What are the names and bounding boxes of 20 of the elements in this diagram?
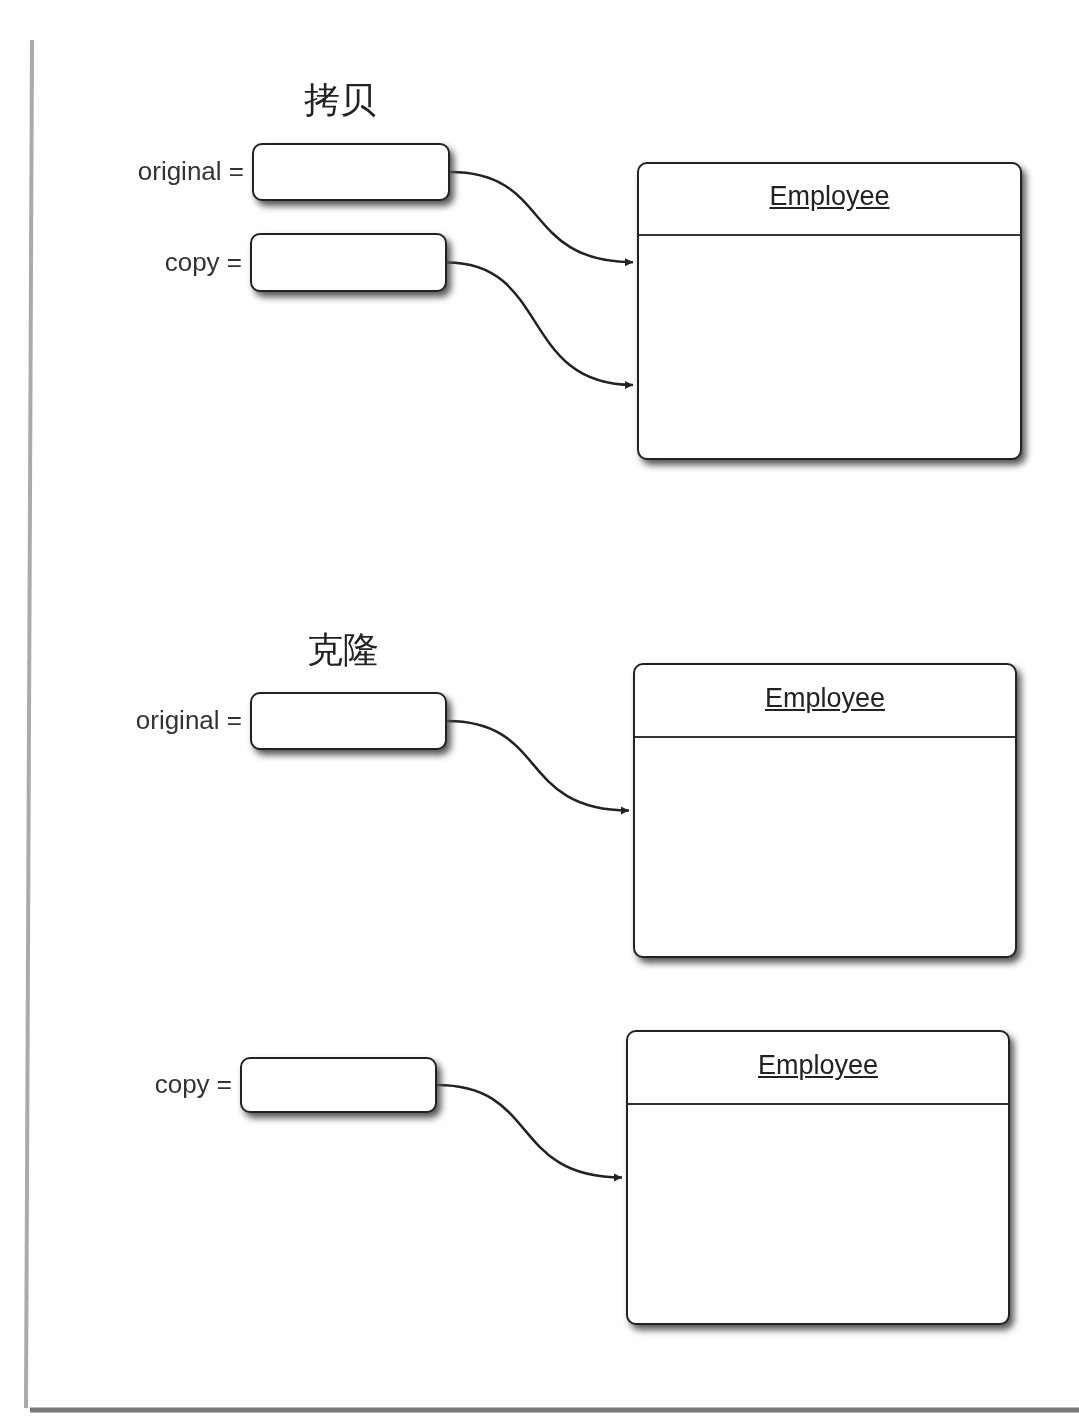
class-box [626, 1030, 1010, 1325]
reference-box [250, 233, 447, 292]
class-name: Employee [763, 682, 887, 714]
reference-box [250, 692, 447, 750]
class-box [633, 663, 1017, 958]
reference-box [252, 143, 450, 201]
variable-label: original = [137, 156, 244, 187]
section-heading: 拷贝 [304, 78, 376, 122]
section-heading: 克隆 [307, 628, 379, 672]
variable-label: original = [135, 705, 242, 736]
class-name: Employee [768, 181, 891, 212]
variable-label: copy = [164, 246, 242, 278]
variable-label: copy = [154, 1069, 232, 1100]
reference-box [240, 1057, 437, 1113]
class-name: Employee [756, 1049, 880, 1081]
arrow [446, 719, 630, 814]
arrow [449, 170, 634, 266]
class-box [637, 162, 1022, 460]
arrow [436, 1083, 623, 1181]
arrow [446, 261, 634, 389]
